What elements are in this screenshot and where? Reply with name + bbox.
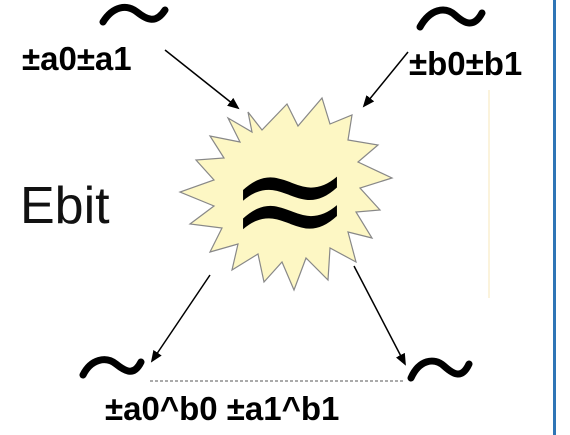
tilde-icon	[407, 357, 473, 382]
frame-border	[553, 0, 556, 435]
approx-symbol: ≈	[227, 112, 353, 286]
faint-divider-line	[488, 90, 490, 298]
label-result: ±a0^b0 ±a1^b1	[105, 390, 340, 427]
arrow-icon	[150, 274, 211, 363]
label-b-values: ±b0±b1	[409, 45, 523, 82]
starburst-icon	[178, 96, 394, 292]
arrow-icon	[164, 49, 240, 110]
tilde-icon	[99, 3, 169, 26]
label-a-values: ±a0±a1	[22, 40, 132, 77]
tilde-icon	[416, 6, 486, 31]
label-ebit: Ebit	[20, 177, 110, 235]
arrow-icon	[362, 51, 409, 108]
tilde-icon	[79, 356, 145, 379]
arrow-icon	[353, 265, 406, 366]
